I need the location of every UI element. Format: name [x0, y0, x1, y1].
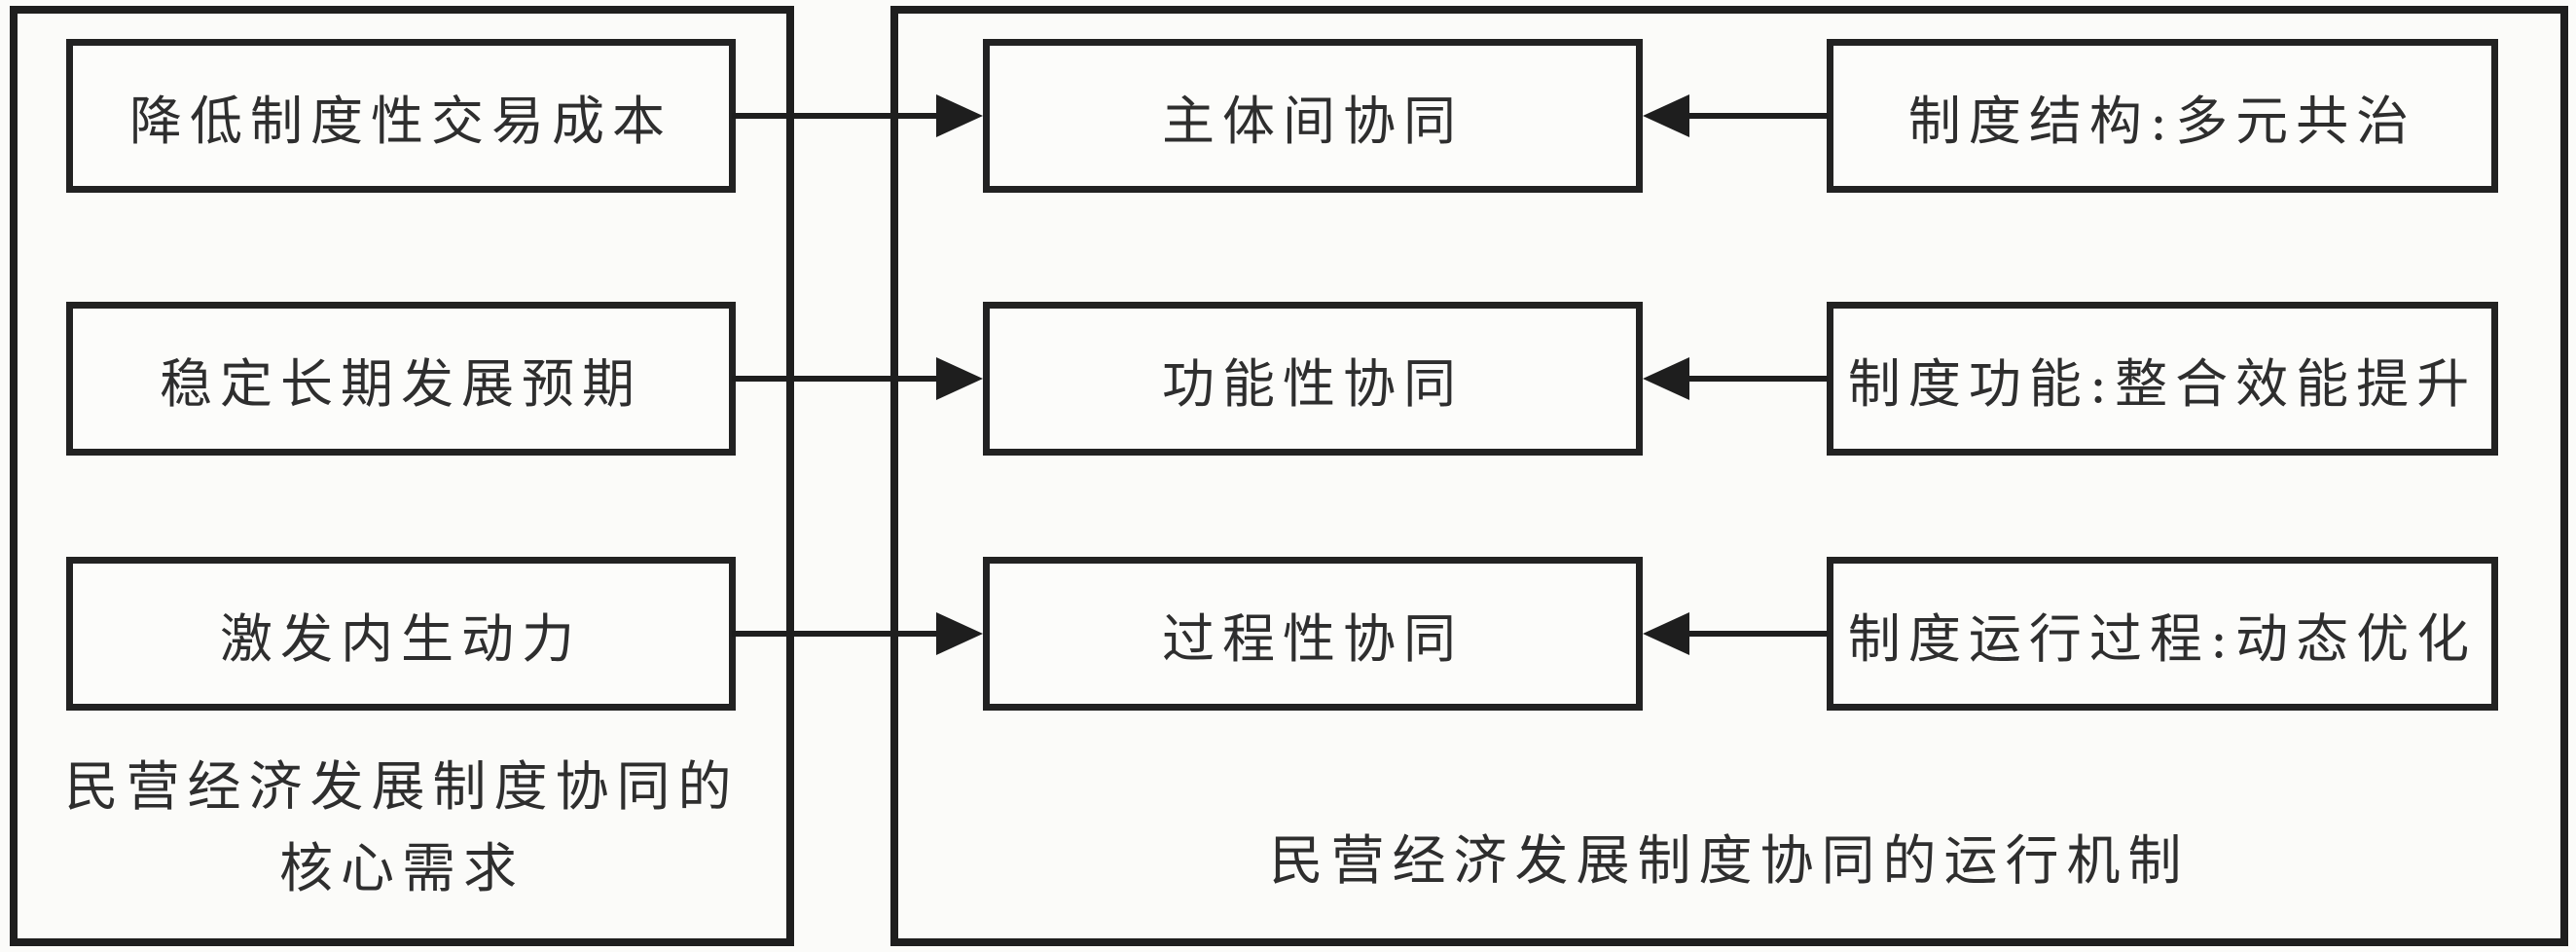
institution-box-function: 制度功能:整合效能提升 — [1827, 302, 2498, 456]
mechanism-label: 主体间协同 — [1162, 90, 1464, 152]
arrowhead-right-icon — [936, 612, 983, 655]
arrow-shaft — [732, 376, 940, 382]
left-caption-line2: 核心需求 — [278, 837, 525, 899]
institution-box-operation-process: 制度运行过程:动态优化 — [1827, 557, 2498, 711]
arrowhead-right-icon — [936, 94, 983, 137]
left-caption-line1: 民营经济发展制度协同的 — [64, 755, 740, 818]
arrow-shaft — [1686, 376, 1829, 382]
arrowhead-left-icon — [1643, 357, 1689, 400]
arrow-shaft — [732, 113, 940, 119]
arrow-shaft — [1686, 631, 1829, 637]
need-label: 稳定长期发展预期 — [160, 352, 642, 415]
mechanism-box-functional-coordination: 功能性协同 — [983, 302, 1643, 456]
arrow-shaft — [732, 631, 940, 637]
need-box-reduce-transaction-costs: 降低制度性交易成本 — [66, 39, 736, 193]
arrowhead-left-icon — [1643, 94, 1689, 137]
institution-label: 制度功能:整合效能提升 — [1847, 352, 2478, 415]
mechanism-label: 功能性协同 — [1162, 352, 1464, 415]
right-caption-line: 民营经济发展制度协同的运行机制 — [1269, 829, 2190, 892]
arrow-shaft — [1686, 113, 1829, 119]
mechanism-box-process-coordination: 过程性协同 — [983, 557, 1643, 711]
institution-label: 制度运行过程:动态优化 — [1847, 607, 2478, 670]
need-label: 激发内生动力 — [220, 607, 582, 670]
mechanism-box-subject-coordination: 主体间协同 — [983, 39, 1643, 193]
institution-label: 制度结构:多元共治 — [1907, 90, 2417, 152]
right-panel-caption: 民营经济发展制度协同的运行机制 — [890, 820, 2568, 901]
need-box-stable-expectations: 稳定长期发展预期 — [66, 302, 736, 456]
arrowhead-right-icon — [936, 357, 983, 400]
left-panel-caption: 民营经济发展制度协同的 核心需求 — [10, 746, 794, 909]
need-box-endogenous-motivation: 激发内生动力 — [66, 557, 736, 711]
arrowhead-left-icon — [1643, 612, 1689, 655]
institution-box-structure: 制度结构:多元共治 — [1827, 39, 2498, 193]
need-label: 降低制度性交易成本 — [129, 90, 672, 152]
mechanism-label: 过程性协同 — [1162, 607, 1464, 670]
